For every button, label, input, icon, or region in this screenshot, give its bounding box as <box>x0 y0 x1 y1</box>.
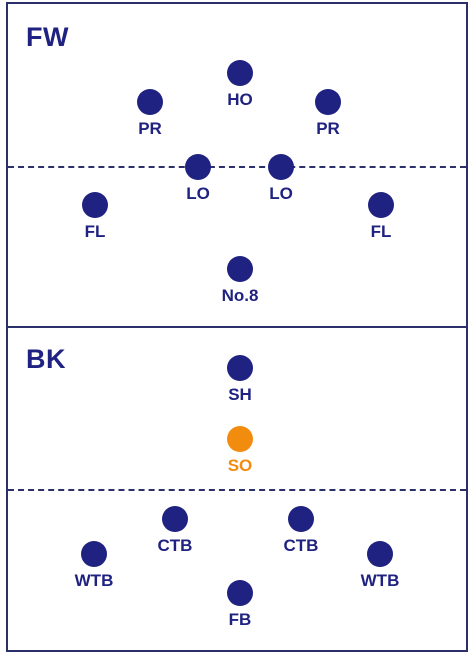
player-marker-highlighted <box>227 426 253 452</box>
player-marker <box>185 154 211 180</box>
player-marker <box>162 506 188 532</box>
player-label: SO <box>227 456 253 475</box>
player-no8: No.8 <box>210 256 270 306</box>
player-label: PR <box>138 119 162 138</box>
player-label: CTB <box>157 536 193 555</box>
player-ctb-left: CTB <box>145 506 205 556</box>
player-label: SH <box>228 385 252 404</box>
player-label: FL <box>84 222 106 241</box>
player-marker <box>368 192 394 218</box>
player-marker <box>288 506 314 532</box>
backs-divider-line <box>8 489 466 491</box>
player-fl-left: FL <box>65 192 125 242</box>
player-lo-left: LO <box>168 154 228 204</box>
backs-panel: BK SH SO CTB CTB WTB WTB FB <box>6 326 468 652</box>
player-sh: SH <box>210 355 270 405</box>
forwards-title: FW <box>26 22 69 52</box>
player-marker <box>268 154 294 180</box>
player-ho: HO <box>210 60 270 110</box>
player-marker <box>227 580 253 606</box>
player-label: WTB <box>360 571 400 590</box>
backs-title: BK <box>26 344 66 374</box>
player-pr-right: PR <box>298 89 358 139</box>
player-label: LO <box>186 184 210 203</box>
player-ctb-right: CTB <box>271 506 331 556</box>
forwards-panel: FW HO PR PR LO LO FL FL No.8 <box>6 2 468 330</box>
player-label: WTB <box>74 571 114 590</box>
player-wtb-left: WTB <box>64 541 124 591</box>
player-label: FL <box>370 222 392 241</box>
player-wtb-right: WTB <box>350 541 410 591</box>
player-marker <box>227 60 253 86</box>
player-marker <box>367 541 393 567</box>
player-marker <box>137 89 163 115</box>
player-label: HO <box>227 90 253 109</box>
player-label: No.8 <box>221 286 259 305</box>
player-label: LO <box>269 184 293 203</box>
player-fl-right: FL <box>351 192 411 242</box>
player-marker <box>81 541 107 567</box>
player-marker <box>315 89 341 115</box>
player-pr-left: PR <box>120 89 180 139</box>
player-label: CTB <box>283 536 319 555</box>
forwards-divider-line <box>8 166 466 168</box>
player-label: FB <box>228 610 252 629</box>
player-so: SO <box>210 426 270 476</box>
player-marker <box>227 256 253 282</box>
player-marker <box>82 192 108 218</box>
player-lo-right: LO <box>251 154 311 204</box>
player-label: PR <box>316 119 340 138</box>
player-fb: FB <box>210 580 270 630</box>
player-marker <box>227 355 253 381</box>
